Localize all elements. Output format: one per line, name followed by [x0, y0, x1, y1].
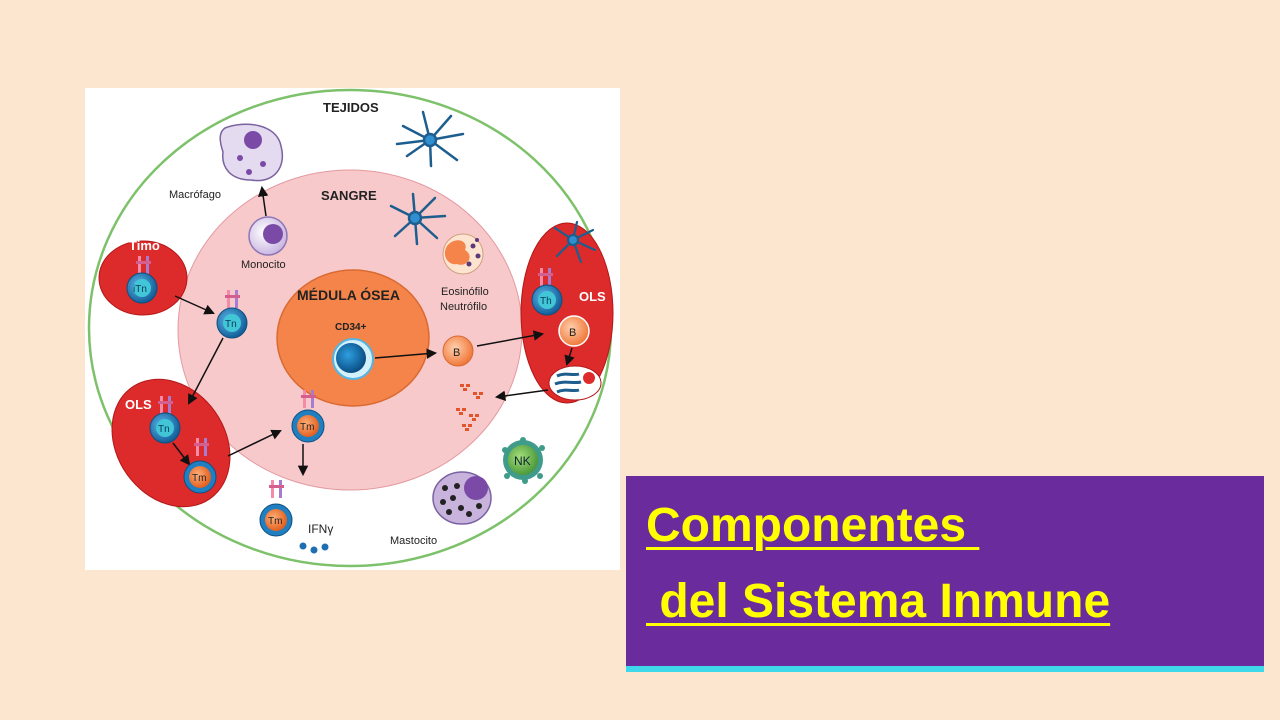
tm-cell-bottom: Tm — [259, 480, 293, 537]
arrow-b-ols — [476, 330, 545, 347]
nk-cell: NK — [502, 437, 545, 484]
itn-cell: iTn — [126, 256, 158, 304]
label-macrofago: Macrófago — [169, 189, 221, 201]
plasma-cell — [548, 365, 602, 401]
label-monocito: Monocito — [241, 259, 286, 271]
arrow-plasma-antibodies — [494, 389, 549, 402]
mastocito-cell — [432, 471, 492, 525]
diagram-svg: TEJIDOS SANGRE MÉDULA ÓSEA CD34+ Macrófa… — [87, 88, 614, 568]
tm-cell-center: Tm — [291, 390, 325, 443]
arrow-monocyte-macrophage — [257, 185, 269, 217]
nk-cell-label: NK — [514, 454, 531, 468]
tn-cell-ols-label: Tn — [158, 424, 170, 435]
title-accent-bar — [626, 666, 1264, 672]
label-eosinofilo: Eosinófilo — [441, 286, 489, 298]
th-cell: Th — [531, 268, 563, 316]
tn-cell-center: Tn — [216, 290, 248, 339]
b-cell-ols-label: B — [569, 327, 576, 339]
label-cd34: CD34+ — [335, 322, 367, 333]
tm-cell-ols: Tm — [183, 438, 217, 494]
label-mastocito: Mastocito — [390, 535, 437, 547]
b-cell-center-label: B — [453, 347, 460, 359]
label-ols-right: OLS — [579, 289, 606, 304]
antibodies-icon — [456, 384, 483, 431]
tm-cell-bottom-label: Tm — [268, 516, 282, 527]
eosinophil-neutrophil-cell — [442, 233, 484, 275]
label-tejidos: TEJIDOS — [323, 100, 379, 115]
label-timo: Timo — [129, 238, 160, 253]
arrow-tn-ols — [188, 337, 224, 405]
th-cell-label: Th — [540, 296, 552, 307]
dendritic-cell-ols-icon — [553, 220, 597, 264]
label-sangre: SANGRE — [321, 188, 377, 203]
tm-cell-ols-label: Tm — [192, 473, 206, 484]
immune-system-diagram: TEJIDOS SANGRE MÉDULA ÓSEA CD34+ Macrófa… — [85, 88, 620, 570]
title-box: Componentes del Sistema Inmune — [626, 476, 1264, 672]
arrow-itn-tn — [174, 295, 215, 315]
tn-cell-center-label: Tn — [225, 319, 237, 330]
cd34-stem-cell — [332, 338, 374, 380]
label-ols-left: OLS — [125, 397, 152, 412]
macrophage-cell — [219, 123, 284, 182]
b-cell-center: B — [442, 335, 474, 367]
title-line-1: Componentes — [646, 499, 980, 552]
b-cell-ols: B — [558, 315, 590, 347]
label-ifn: IFNγ — [308, 522, 333, 536]
title-line-2: del Sistema Inmune — [646, 575, 1111, 628]
tm-cell-center-label: Tm — [300, 422, 314, 433]
label-medula: MÉDULA ÓSEA — [297, 286, 400, 303]
ols-right-organ — [520, 222, 614, 404]
ifn-dots-icon — [299, 542, 329, 554]
monocyte-cell — [248, 216, 288, 256]
arrow-tn-tm-ols — [172, 442, 191, 466]
arrow-cd34-b — [374, 348, 438, 359]
arrow-tm-ols-tm — [227, 429, 282, 457]
dendritic-cell-blood-icon — [389, 192, 447, 246]
itn-cell-label: iTn — [133, 284, 147, 295]
dendritic-cell-tissue-icon — [395, 110, 465, 168]
tn-cell-ols: Tn — [149, 396, 181, 444]
label-neutrofilo: Neutrófilo — [440, 301, 487, 313]
arrow-b-plasma — [564, 347, 575, 367]
